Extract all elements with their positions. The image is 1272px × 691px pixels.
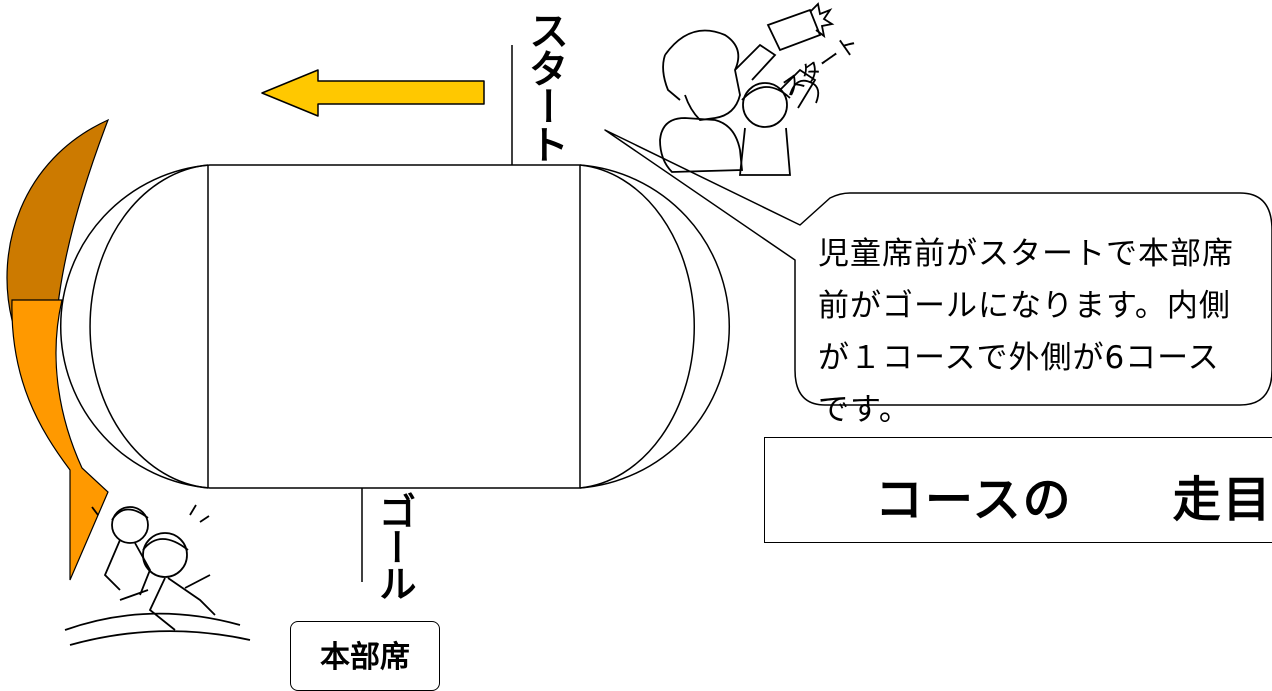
speech-bubble bbox=[604, 129, 1272, 406]
diagram-canvas: スタート bbox=[6, 2, 1272, 646]
title-text: コースの 走目 bbox=[875, 472, 1272, 528]
direction-arrow bbox=[261, 69, 485, 117]
goal-label: ゴール bbox=[372, 492, 416, 600]
headquarters-box: 本部席 bbox=[290, 621, 440, 691]
svg-text:スタート: スタート bbox=[778, 31, 864, 102]
running-track bbox=[59, 164, 731, 489]
curved-direction-arrow bbox=[6, 118, 110, 581]
start-label: スタート bbox=[522, 10, 568, 162]
speech-bubble-text: 児童席前がスタートで本部席前がゴールになります。内側が１コースで外側が6コースで… bbox=[818, 236, 1234, 428]
title-box: コースの 走目 bbox=[764, 437, 1272, 543]
starter-illustration: スタート bbox=[659, 2, 864, 176]
runners-illustration bbox=[64, 504, 251, 646]
headquarters-label: 本部席 bbox=[320, 640, 410, 675]
